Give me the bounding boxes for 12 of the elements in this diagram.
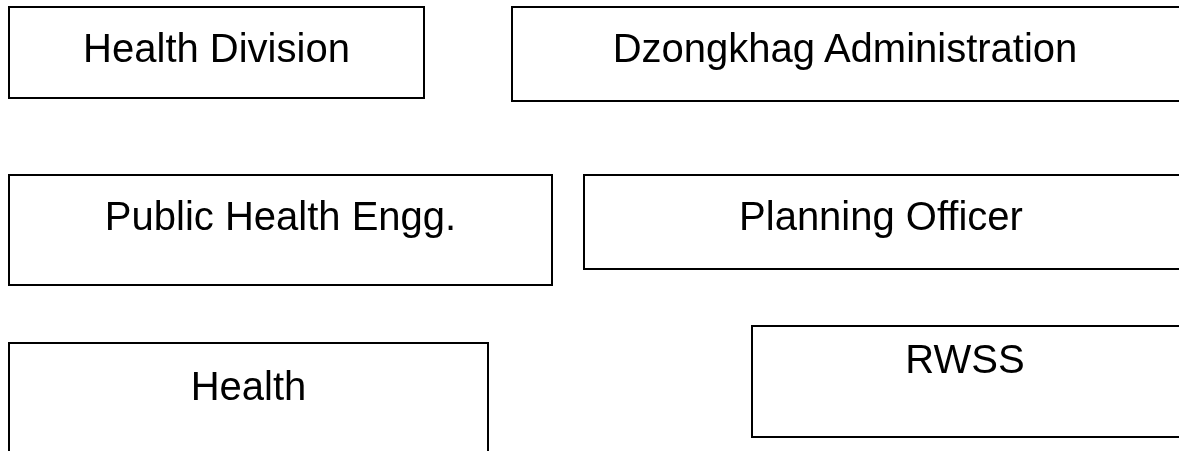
box-label: Public Health Engg. xyxy=(104,193,457,240)
org-box xyxy=(751,325,1179,438)
org-box xyxy=(8,342,489,451)
org-box xyxy=(511,6,1179,102)
box-label: Dzongkhag Administration xyxy=(612,25,1078,72)
org-box xyxy=(8,6,425,99)
box-label: RWSS xyxy=(905,336,1025,383)
box-label: Health xyxy=(190,363,307,410)
org-box xyxy=(8,174,553,286)
box-label: Health Division xyxy=(83,25,350,72)
box-label: Planning Officer xyxy=(739,193,1023,240)
org-box xyxy=(583,174,1179,270)
